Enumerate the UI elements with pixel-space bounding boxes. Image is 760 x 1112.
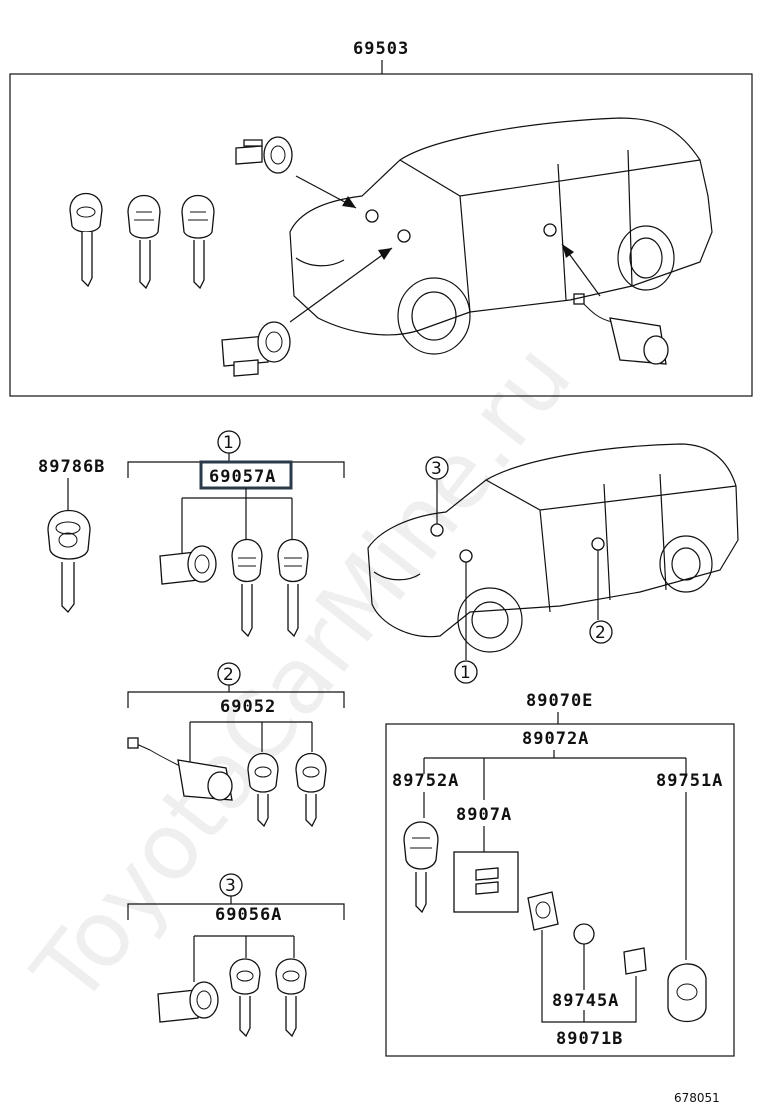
assembly-part-number[interactable]: 69503 — [353, 39, 409, 59]
car-callout-2: 2 — [595, 623, 606, 643]
kit-outer-part-number[interactable]: 89070E — [526, 691, 593, 711]
top-key-3 — [181, 195, 215, 290]
kit-battery-part-number[interactable]: 89745A — [552, 991, 619, 1011]
set2-ignition-cylinder — [127, 737, 233, 801]
top-key-1 — [69, 193, 103, 288]
kit-inner-part-number[interactable]: 89072A — [522, 729, 589, 749]
kit-frame — [385, 723, 735, 1057]
vehicle-outline-lower — [367, 443, 739, 653]
kit-right-fob-part-number[interactable]: 89751A — [656, 771, 723, 791]
kit-left-key — [403, 821, 439, 914]
set3-part-number[interactable]: 69056A — [215, 905, 282, 925]
car-callout-1: 1 — [460, 663, 471, 683]
kit-battery — [573, 923, 595, 945]
set2-key-2 — [295, 753, 327, 828]
figure-id: 678051 — [674, 1091, 720, 1105]
set1-key-2 — [277, 539, 309, 638]
kit-transponder-chip — [453, 851, 519, 913]
set2-key-1 — [247, 753, 279, 828]
set2-part-number[interactable]: 69052 — [220, 697, 276, 717]
set1-cylinder — [159, 545, 217, 585]
key-89786b — [47, 509, 91, 613]
watermark-text: ToyotaCarMine.ru — [12, 324, 592, 1024]
door-lock-cylinder-upper — [235, 136, 293, 174]
ignition-cylinder-with-harness — [573, 293, 669, 365]
kit-chip-part-number[interactable]: 8907A — [456, 805, 512, 825]
vehicle-outline-top — [289, 117, 713, 355]
callout-number-1-set: 1 — [223, 433, 234, 453]
set1-part-number[interactable]: 69057A — [209, 467, 276, 487]
kit-bottom-part-number[interactable]: 89071B — [556, 1029, 623, 1049]
kit-smart-fob — [667, 963, 707, 1022]
callout-arrows-top — [289, 175, 601, 323]
kit-housing — [527, 891, 559, 931]
set3-cylinder — [157, 981, 219, 1023]
callout-number-3-set: 3 — [225, 876, 236, 896]
callout-number-2-set: 2 — [223, 665, 234, 685]
set3-key-1 — [229, 958, 261, 1038]
vehicle-callouts: 3 1 2 — [425, 456, 613, 684]
kit-cover — [623, 947, 647, 975]
set1-key-1 — [231, 539, 263, 638]
door-lock-cylinder-lower — [221, 321, 291, 377]
car-callout-3: 3 — [431, 459, 442, 479]
assembly-frame — [9, 73, 753, 397]
set3-key-2 — [275, 958, 307, 1038]
kit-left-key-part-number[interactable]: 89752A — [392, 771, 459, 791]
key-part-number[interactable]: 89786B — [38, 457, 105, 477]
top-key-2 — [127, 195, 161, 290]
